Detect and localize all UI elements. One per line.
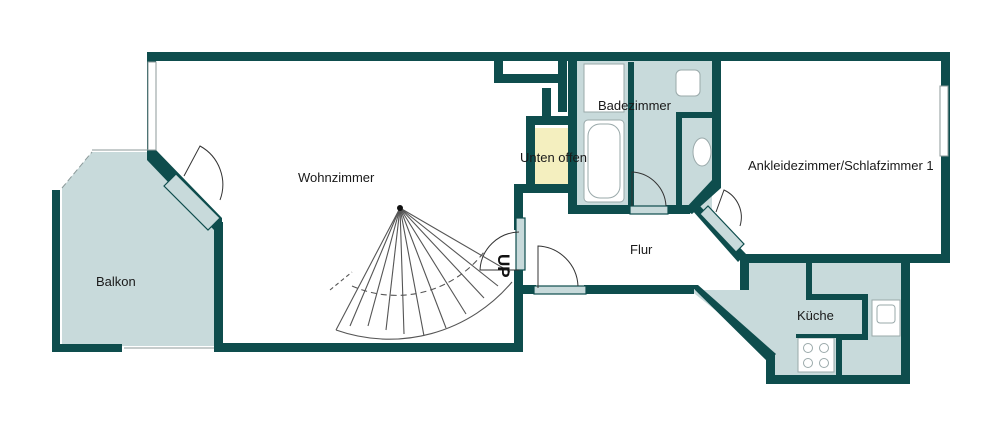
door-bedroom [699,189,745,253]
stove [797,337,835,373]
sink-basin [876,304,896,324]
window-bedroom-right [939,85,949,157]
room-label-balkon: Balkon [96,274,136,289]
burner-icon [819,343,829,353]
wash-basin [692,137,712,167]
room-label-ankleidezimmer: Ankleidezimmer/Schlafzimmer 1 [748,158,934,173]
room-label-kueche: Küche [797,308,834,323]
burner-icon [819,358,829,368]
open-below-area [534,128,574,184]
spiral-staircase [329,205,513,340]
room-label-flur: Flur [630,242,653,257]
burner-icon [803,358,813,368]
balcony-railing [61,151,93,189]
bathtub-inner [587,123,621,199]
stair-center [397,205,403,211]
door-hall-bottom [533,245,587,295]
stair-up-label: UP [494,254,513,278]
door-bathroom [629,171,669,215]
room-label-unten-offen: Unten offen [520,150,587,165]
burner-icon [803,343,813,353]
door-living-hall [479,217,526,271]
toilet [675,69,701,97]
kitchen-floor [690,262,905,378]
room-label-badezimmer: Badezimmer [598,98,672,113]
window-living-left [147,61,157,151]
door-balcony [163,145,224,231]
room-label-wohnzimmer: Wohnzimmer [298,170,375,185]
shower-tray [583,63,625,113]
balkon-floor [62,152,214,346]
